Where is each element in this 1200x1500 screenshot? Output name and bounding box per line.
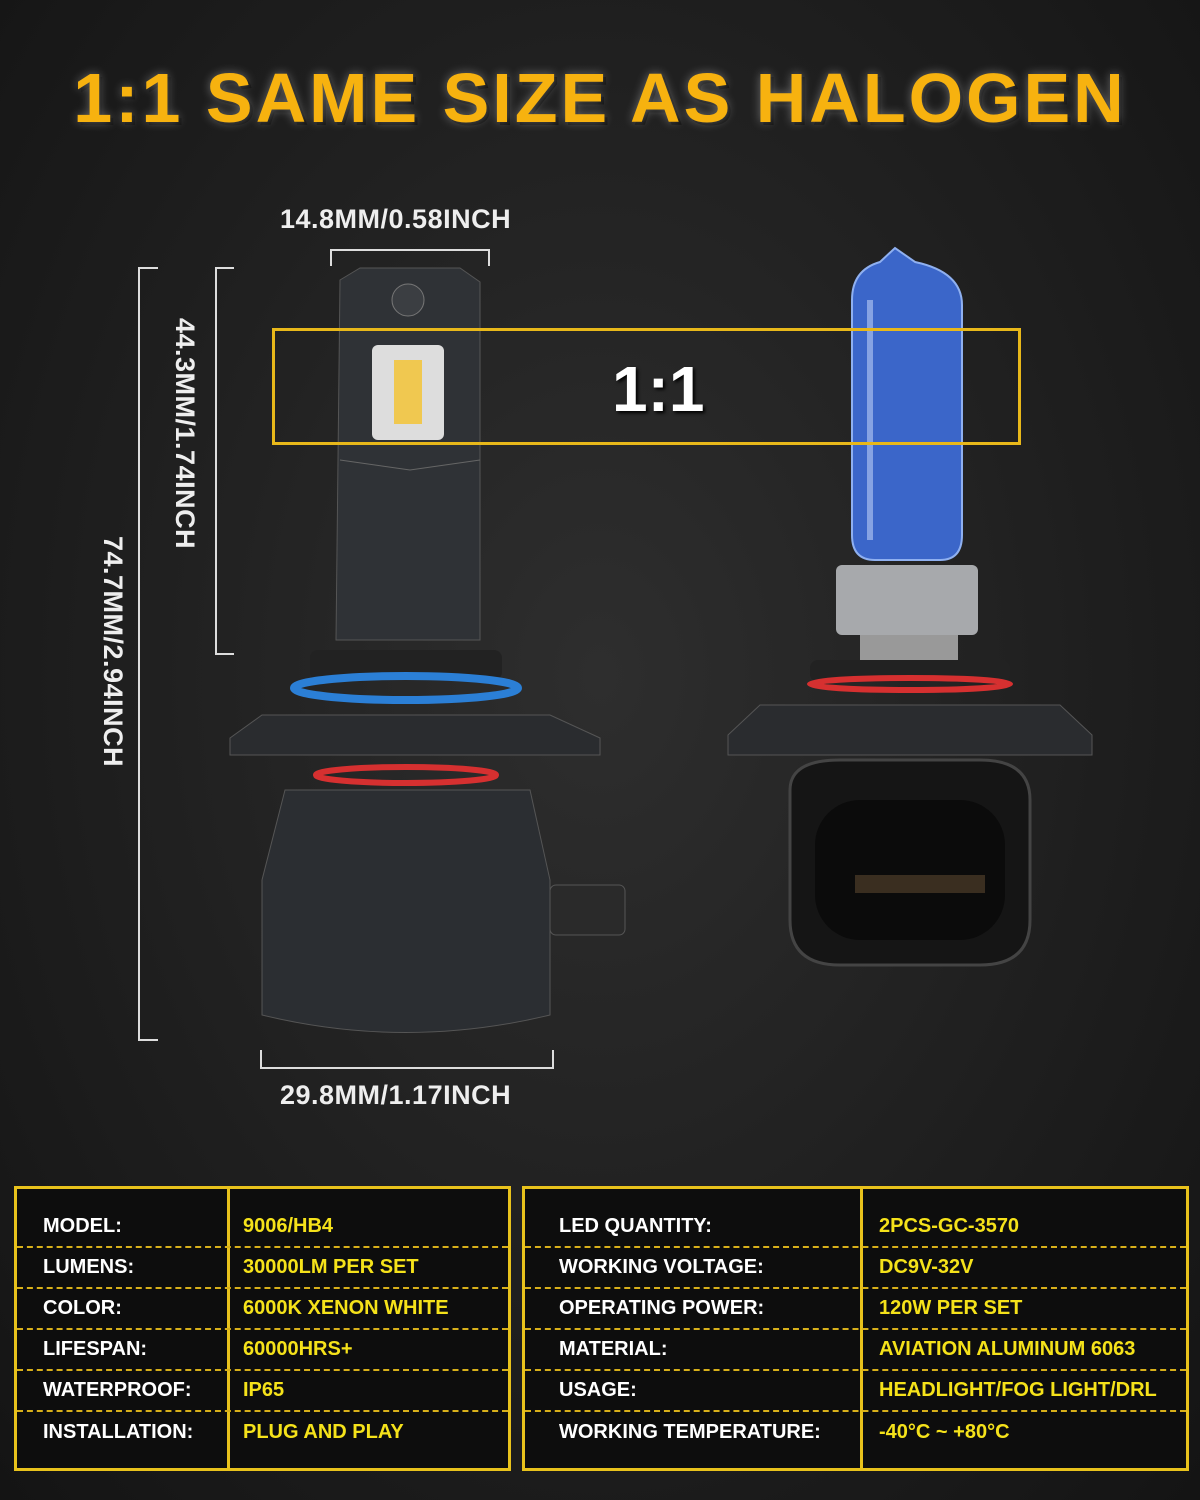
spec-value: IP65 <box>243 1379 285 1401</box>
ratio-highlight-box <box>272 328 1021 445</box>
ratio-label: 1:1 <box>612 353 705 425</box>
table-row: LUMENS: 30000LM PER SET <box>17 1248 508 1289</box>
blue-seal-ring <box>290 672 522 704</box>
table-row: MATERIAL: AVIATION ALUMINUM 6063 <box>525 1330 1186 1371</box>
led-bulb <box>229 267 626 1033</box>
dimension-upper-height: 44.3MM/1.74INCH <box>170 318 200 550</box>
spec-value: 2PCS-GC-3570 <box>879 1215 1020 1237</box>
spec-value: DC9V-32V <box>879 1256 974 1278</box>
spec-label: LIFESPAN: <box>43 1338 148 1360</box>
spec-label: LUMENS: <box>43 1256 135 1278</box>
spec-label: WORKING TEMPERATURE: <box>559 1421 821 1443</box>
spec-value: PLUG AND PLAY <box>243 1421 404 1443</box>
spec-value: 120W PER SET <box>879 1297 1023 1319</box>
specs-table-right: LED QUANTITY: 2PCS-GC-3570 WORKING VOLTAG… <box>522 1186 1189 1471</box>
spec-label: MODEL: <box>43 1215 122 1237</box>
spec-value: AVIATION ALUMINUM 6063 <box>879 1338 1136 1360</box>
dimension-total-height: 74.7MM/2.94INCH <box>98 536 128 768</box>
table-row: INSTALLATION: PLUG AND PLAY <box>17 1412 508 1453</box>
dimension-top-width: 14.8MM/0.58INCH <box>280 204 512 234</box>
spec-label: INSTALLATION: <box>43 1421 194 1443</box>
spec-label: COLOR: <box>43 1297 122 1319</box>
table-row: MODEL: 9006/HB4 <box>17 1207 508 1248</box>
page-title: 1:1 SAME SIZE AS HALOGEN <box>73 59 1127 137</box>
spec-value: -40°C ~ +80°C <box>879 1421 1010 1443</box>
spec-label: WATERPROOF: <box>43 1379 192 1401</box>
table-row: WATERPROOF: IP65 <box>17 1371 508 1412</box>
spec-label: MATERIAL: <box>559 1338 668 1360</box>
spec-value: 30000LM PER SET <box>243 1256 419 1278</box>
product-illustration <box>138 246 1093 1069</box>
spec-value: HEADLIGHT/FOG LIGHT/DRL <box>879 1379 1157 1401</box>
table-row: COLOR: 6000K XENON WHITE <box>17 1289 508 1330</box>
table-row: WORKING TEMPERATURE: -40°C ~ +80°C <box>525 1412 1186 1453</box>
halogen-bulb <box>727 246 1093 967</box>
spec-label: LED QUANTITY: <box>559 1215 712 1237</box>
spec-value: 6000K XENON WHITE <box>243 1297 449 1319</box>
spec-label: OPERATING POWER: <box>559 1297 765 1319</box>
table-row: LIFESPAN: 60000HRS+ <box>17 1330 508 1371</box>
table-row: OPERATING POWER: 120W PER SET <box>525 1289 1186 1330</box>
spec-value: 60000HRS+ <box>243 1338 353 1360</box>
spec-label: USAGE: <box>559 1379 637 1401</box>
table-row: USAGE: HEADLIGHT/FOG LIGHT/DRL <box>525 1371 1186 1412</box>
dimension-lines <box>138 249 554 1069</box>
specs-table-left: MODEL: 9006/HB4 LUMENS: 30000LM PER SET CO… <box>14 1186 511 1471</box>
table-row: WORKING VOLTAGE: DC9V-32V <box>525 1248 1186 1289</box>
spec-label: WORKING VOLTAGE: <box>559 1256 764 1278</box>
spec-value: 9006/HB4 <box>243 1215 334 1237</box>
table-row: LED QUANTITY: 2PCS-GC-3570 <box>525 1207 1186 1248</box>
screw-icon <box>391 283 425 317</box>
dimension-base-width: 29.8MM/1.17INCH <box>280 1080 512 1110</box>
